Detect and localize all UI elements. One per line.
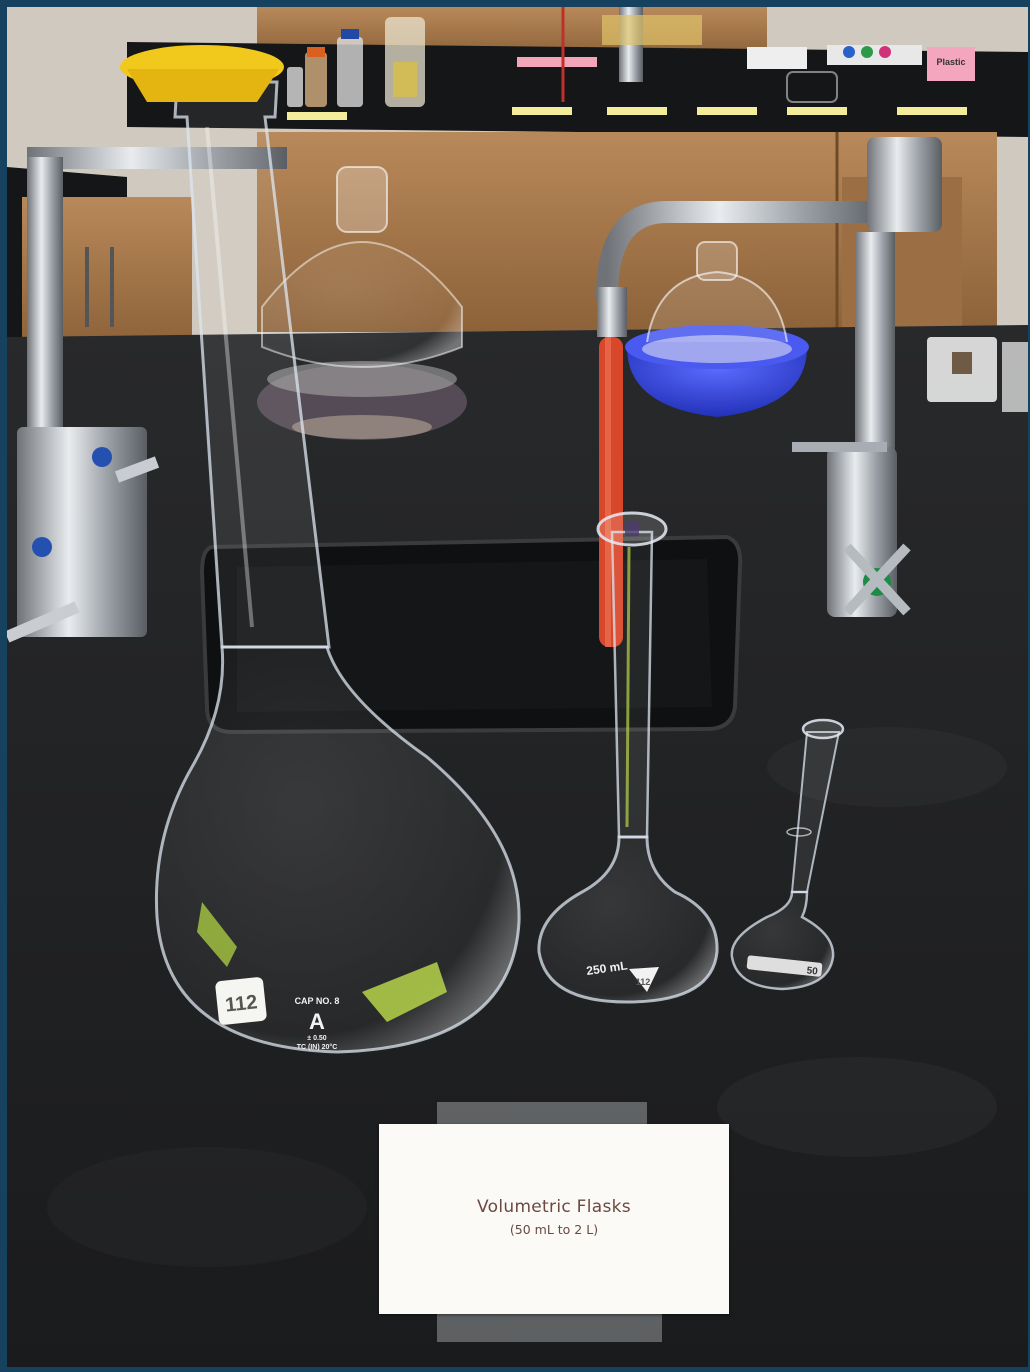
- left-gas-fittings: [7, 147, 287, 643]
- flask-tolerance: ± 0.50: [307, 1035, 327, 1042]
- scene-illustration: Plastic: [7, 7, 1028, 1367]
- flask-cap-number: CAP NO. 8: [295, 996, 340, 1006]
- flask-volume-50: 50: [806, 965, 819, 977]
- volumetric-flask-250ml: 250 mL 112: [537, 511, 719, 1004]
- card-subtitle: (50 mL to 2 L): [509, 1222, 599, 1237]
- volumetric-flask-50ml: 50: [730, 718, 845, 991]
- flask-tag-large: 112: [224, 991, 258, 1016]
- desiccator-blue: [625, 241, 809, 417]
- flask-class-a: A: [309, 1009, 325, 1034]
- plastic-sign: Plastic: [936, 57, 965, 67]
- label-card: Volumetric Flasks (50 mL to 2 L): [379, 1124, 729, 1314]
- flask-tc-temp: TC (IN) 20°C: [297, 1043, 338, 1051]
- right-faucet: [596, 137, 942, 617]
- flask-volume-250: 250 mL: [585, 958, 628, 978]
- volumetric-flask-2l: 112 CAP NO. 8 A ± 0.50 TC (IN) 20°C: [120, 45, 521, 1054]
- desiccator-clear: [257, 166, 467, 440]
- flask-tag-medium: 112: [636, 977, 651, 987]
- card-title: Volumetric Flasks: [477, 1197, 631, 1217]
- lab-bench-photo: Plastic: [7, 7, 1028, 1367]
